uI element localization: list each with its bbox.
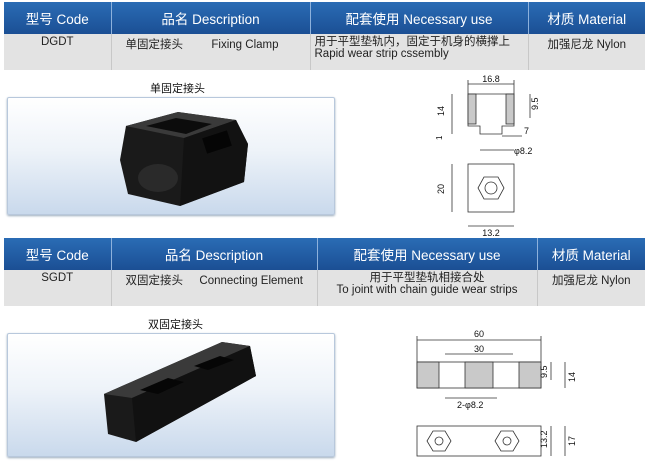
cell-description: 单固定接头 Fixing Clamp bbox=[111, 34, 311, 70]
connecting-element-drawing: 60 30 9.5 14 2-φ8.2 13.2 17 bbox=[416, 329, 577, 457]
product-photo-frame bbox=[7, 333, 335, 457]
dim-bottom-height: 20 bbox=[436, 184, 446, 194]
dim-left-height: 14 bbox=[436, 106, 446, 116]
dim-inner: 30 bbox=[474, 344, 484, 354]
dim-height-inner: 9.5 bbox=[539, 365, 549, 378]
description-en: Connecting Element bbox=[199, 275, 303, 287]
description-cn: 单固定接头 bbox=[125, 39, 184, 51]
fixing-clamp-photo bbox=[120, 112, 248, 206]
cell-material: 加强尼龙 Nylon bbox=[528, 34, 645, 70]
description-en: Fixing Clamp bbox=[211, 39, 279, 51]
product-photo-frame bbox=[7, 97, 335, 215]
header-material: 材质 Material bbox=[537, 238, 645, 270]
description-cn: 双固定接头 bbox=[125, 275, 184, 287]
product-caption: 单固定接头 bbox=[150, 83, 205, 95]
dim-top-width: 16.8 bbox=[482, 74, 500, 84]
connecting-element-photo bbox=[104, 342, 256, 442]
fixing-clamp-drawing: 16.8 14 9.5 7 1 φ8.2 20 13.2 bbox=[435, 74, 540, 238]
dim-height: 14 bbox=[567, 372, 577, 382]
product-caption: 双固定接头 bbox=[148, 319, 203, 331]
dim-bottom-height: 17 bbox=[567, 436, 577, 446]
cell-necessary-use: 用于平型垫轨内，固定于机身的横撑上 Rapid wear strip cssem… bbox=[310, 34, 529, 70]
spec-table-dgdt: 型号 Code 品名 Description 配套使用 Necessary us… bbox=[4, 2, 645, 70]
dim-small: 1 bbox=[435, 135, 444, 140]
header-material: 材质 Material bbox=[528, 2, 645, 34]
use-cn: 用于平型垫轨相接合处 bbox=[369, 272, 485, 284]
cell-description: 双固定接头 Connecting Element bbox=[111, 270, 318, 306]
dim-bottom-width: 13.2 bbox=[482, 228, 500, 238]
dim-hole: φ8.2 bbox=[514, 146, 532, 156]
table-header-row: 型号 Code 品名 Description 配套使用 Necessary us… bbox=[4, 2, 645, 34]
header-description: 品名 Description bbox=[111, 2, 311, 34]
header-code: 型号 Code bbox=[4, 238, 112, 270]
table-row: SGDT 双固定接头 Connecting Element 用于平型垫轨相接合处… bbox=[4, 270, 645, 306]
dim-bottom-inner: 13.2 bbox=[539, 430, 549, 448]
table-header-row: 型号 Code 品名 Description 配套使用 Necessary us… bbox=[4, 238, 645, 270]
cell-material: 加强尼龙 Nylon bbox=[537, 270, 645, 306]
header-code: 型号 Code bbox=[4, 2, 112, 34]
dim-slot: 7 bbox=[524, 126, 529, 136]
use-en: To joint with chain guide wear strips bbox=[336, 284, 518, 296]
use-cn: 用于平型垫轨内，固定于机身的横撑上 bbox=[314, 36, 511, 48]
spec-table-sgdt: 型号 Code 品名 Description 配套使用 Necessary us… bbox=[4, 238, 645, 306]
cell-code: SGDT bbox=[4, 270, 112, 306]
dim-overall: 60 bbox=[474, 329, 484, 339]
table-row: DGDT 单固定接头 Fixing Clamp 用于平型垫轨内，固定于机身的横撑… bbox=[4, 34, 645, 70]
cell-necessary-use: 用于平型垫轨相接合处 To joint with chain guide wea… bbox=[317, 270, 538, 306]
cell-code: DGDT bbox=[4, 34, 112, 70]
header-necessary-use: 配套使用 Necessary use bbox=[310, 2, 529, 34]
header-necessary-use: 配套使用 Necessary use bbox=[317, 238, 538, 270]
header-description: 品名 Description bbox=[111, 238, 318, 270]
use-en: Rapid wear strip cssembly bbox=[314, 48, 449, 60]
dim-holes: 2-φ8.2 bbox=[457, 400, 483, 410]
dim-right-height: 9.5 bbox=[530, 97, 540, 110]
